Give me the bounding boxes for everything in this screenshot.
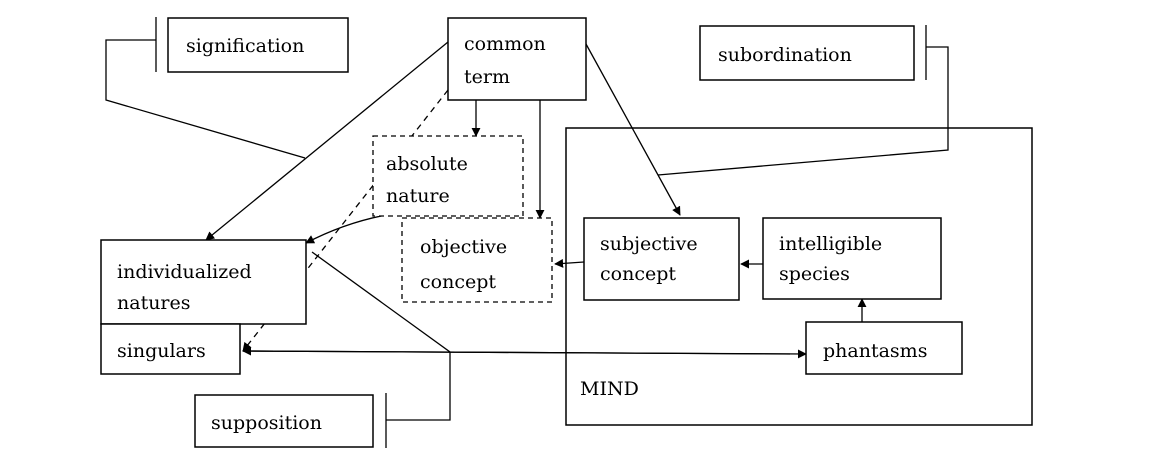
intelligible-species-box bbox=[762, 217, 942, 300]
individualized-natures-box bbox=[100, 239, 307, 325]
absolute-nature-line1: absolute bbox=[386, 153, 468, 175]
intelligible-species-line2: species bbox=[779, 263, 850, 285]
individualized-natures-line1: individualized bbox=[117, 261, 252, 283]
intelligible-species-label: intelligible species bbox=[779, 233, 888, 285]
absolute-nature-line2: nature bbox=[386, 185, 450, 207]
arrow-to-phantasms bbox=[242, 349, 807, 359]
arrow-subjective-to-objective bbox=[554, 258, 585, 268]
supposition-label: supposition bbox=[211, 412, 322, 434]
singulars-box bbox=[100, 323, 241, 375]
subordination-box bbox=[699, 25, 915, 81]
objective-concept-label: objective concept bbox=[420, 236, 513, 293]
supposition-connector bbox=[311, 251, 451, 448]
objective-concept-line2: concept bbox=[420, 271, 496, 293]
subjective-concept-box bbox=[583, 217, 740, 301]
absolute-nature-label: absolute nature bbox=[386, 153, 474, 207]
arrow-common-to-subjective bbox=[585, 43, 681, 216]
subordination-connector bbox=[657, 25, 949, 176]
subjective-concept-line1: subjective bbox=[600, 233, 698, 255]
arrow-common-to-individualized bbox=[205, 41, 449, 241]
common-term-line2: term bbox=[464, 66, 510, 88]
arrow-absolute-to-individualized bbox=[305, 212, 399, 244]
phantasms-label: phantasms bbox=[823, 340, 927, 362]
common-term-line1: common bbox=[464, 33, 546, 55]
signification-connector bbox=[105, 17, 306, 159]
individualized-natures-line2: natures bbox=[117, 292, 191, 314]
common-term-label: common term bbox=[464, 33, 552, 88]
common-term-box bbox=[447, 17, 587, 101]
phantasms-box bbox=[805, 321, 963, 375]
singulars-label: singulars bbox=[117, 340, 206, 362]
objective-concept-line1: objective bbox=[420, 236, 507, 258]
mind-label: MIND bbox=[580, 378, 639, 400]
intelligible-species-line1: intelligible bbox=[779, 233, 882, 255]
signification-label: signification bbox=[186, 35, 304, 57]
supposition-box bbox=[194, 394, 374, 448]
subordination-label: subordination bbox=[718, 44, 852, 66]
individualized-natures-label: individualized natures bbox=[117, 261, 258, 314]
subjective-concept-line2: concept bbox=[600, 263, 676, 285]
signification-box bbox=[167, 17, 349, 73]
subjective-concept-label: subjective concept bbox=[600, 233, 704, 285]
absolute-nature-box bbox=[372, 135, 524, 217]
objective-concept-box bbox=[401, 217, 553, 303]
